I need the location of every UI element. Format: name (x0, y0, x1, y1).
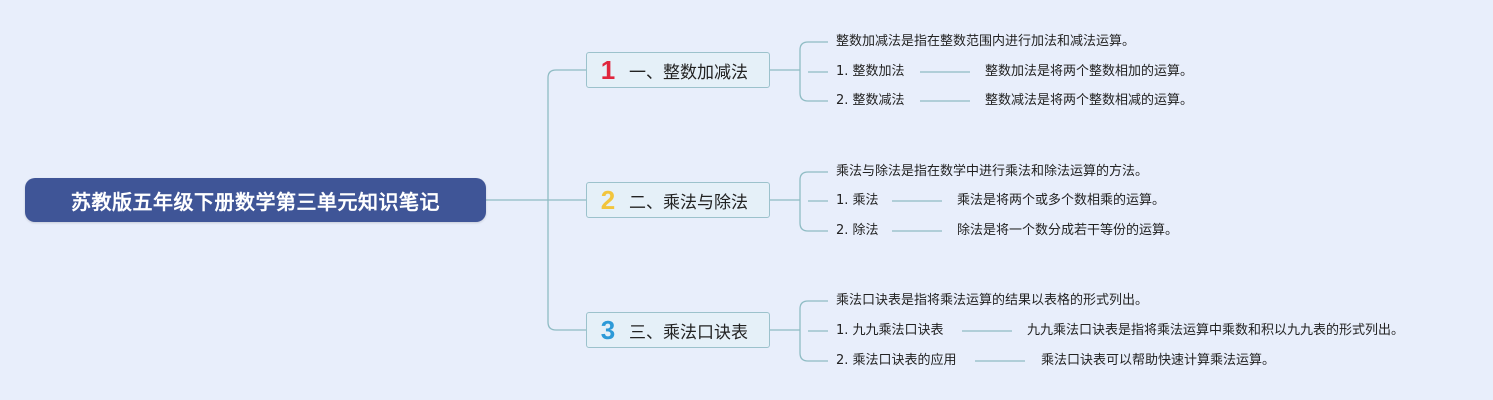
branch-3-item-1-label: 1. 九九乘法口诀表 (836, 323, 944, 338)
branch-1-item-2-label: 2. 整数减法 (836, 93, 905, 108)
branch-3-definition: 乘法口诀表是指将乘法运算的结果以表格的形式列出。 (836, 293, 1149, 308)
branch-node-3[interactable]: 3 三、乘法口诀表 (586, 312, 770, 348)
branch-3-child-trunk (799, 300, 809, 362)
branch-1-definition: 整数加减法是指在整数范围内进行加法和减法运算。 (836, 34, 1136, 49)
branch-2-item-1-desc: 乘法是将两个或多个数相乘的运算。 (957, 193, 1166, 208)
branch-2-item-1-label: 1. 乘法 (836, 193, 879, 208)
branch-title-2: 二、乘法与除法 (629, 192, 748, 213)
branch-3-item-2-label: 2. 乘法口诀表的应用 (836, 353, 957, 368)
branch-1-child-trunk (799, 41, 809, 102)
branch-node-2[interactable]: 2 二、乘法与除法 (586, 182, 770, 218)
branch-number-2: 2 (600, 185, 616, 215)
branch-number-3: 3 (600, 315, 616, 345)
branch-1-item-1-label: 1. 整数加法 (836, 64, 905, 79)
branch-3-item-2-desc: 乘法口诀表可以帮助快速计算乘法运算。 (1041, 353, 1276, 368)
branch-1-item-2-desc: 整数减法是将两个整数相减的运算。 (985, 93, 1194, 108)
branch-number-1: 1 (600, 55, 616, 85)
branch-3-item-1-desc: 九九乘法口诀表是指将乘法运算中乘数和积以九九表的形式列出。 (1027, 323, 1405, 338)
branch-1-item-1-desc: 整数加法是将两个整数相加的运算。 (985, 64, 1194, 79)
branch-node-1[interactable]: 1 一、整数加减法 (586, 52, 770, 88)
branch-2-item-2-desc: 除法是将一个数分成若干等份的运算。 (957, 223, 1179, 238)
root-title: 苏教版五年级下册数学第三单元知识笔记 (71, 189, 440, 214)
branch-title-1: 一、整数加减法 (629, 62, 748, 83)
branch-title-3: 三、乘法口诀表 (629, 322, 748, 343)
branch-2-definition: 乘法与除法是指在数学中进行乘法和除法运算的方法。 (836, 164, 1149, 179)
branch-2-child-trunk (799, 171, 809, 232)
root-node[interactable]: 苏教版五年级下册数学第三单元知识笔记 (25, 178, 486, 222)
branch-2-item-2-label: 2. 除法 (836, 223, 879, 238)
